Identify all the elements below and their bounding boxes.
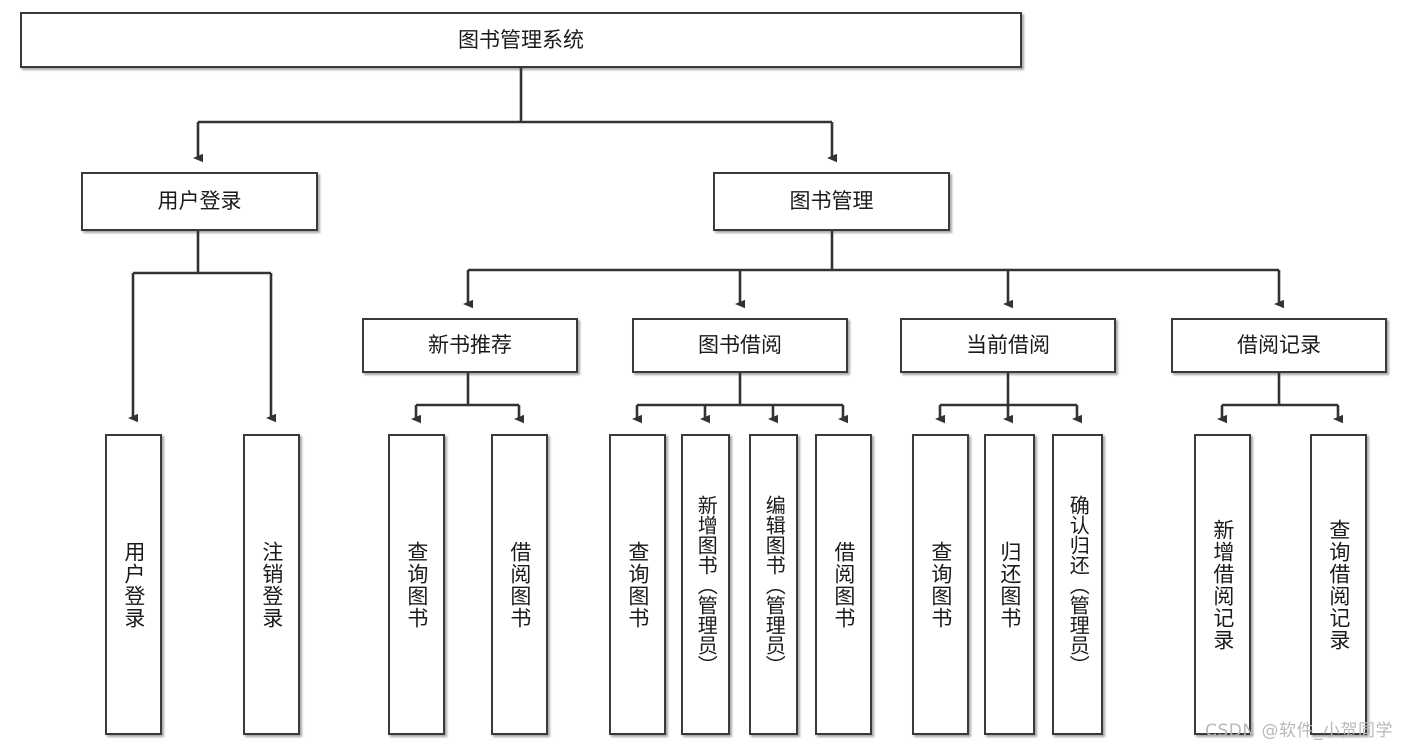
node-new-book-label: 新书推荐 xyxy=(428,333,512,358)
node-leaf-borrow-query-label: 查询图书 xyxy=(625,540,650,629)
node-leaf-borrow-add-label: 新增图书（管理员） xyxy=(694,494,719,675)
node-leaf-current-confirm[interactable]: 确认归还（管理员） xyxy=(1052,434,1103,735)
node-book-manage-label: 图书管理 xyxy=(789,189,874,214)
node-leaf-user-login-label: 用户登录 xyxy=(121,540,146,629)
node-book-borrow-label: 图书借阅 xyxy=(698,333,782,358)
node-current-borrow-label: 当前借阅 xyxy=(966,333,1050,358)
node-book-borrow[interactable]: 图书借阅 xyxy=(632,318,848,373)
node-book-manage[interactable]: 图书管理 xyxy=(713,172,950,231)
node-leaf-borrow-add[interactable]: 新增图书（管理员） xyxy=(681,434,730,735)
node-borrow-record-label: 借阅记录 xyxy=(1237,333,1321,358)
node-leaf-record-add-label: 新增借阅记录 xyxy=(1210,518,1235,651)
node-leaf-borrow-do[interactable]: 借阅图书 xyxy=(815,434,872,735)
node-leaf-newbook-borrow[interactable]: 借阅图书 xyxy=(491,434,548,735)
node-user-login[interactable]: 用户登录 xyxy=(81,172,318,231)
node-leaf-current-return[interactable]: 归还图书 xyxy=(984,434,1035,735)
node-leaf-current-query-label: 查询图书 xyxy=(928,540,953,629)
node-leaf-record-add[interactable]: 新增借阅记录 xyxy=(1194,434,1251,735)
node-leaf-record-query[interactable]: 查询借阅记录 xyxy=(1310,434,1367,735)
node-user-login-label: 用户登录 xyxy=(157,189,242,214)
node-leaf-newbook-query-label: 查询图书 xyxy=(404,540,429,629)
node-root-label: 图书管理系统 xyxy=(458,27,584,52)
node-leaf-user-login[interactable]: 用户登录 xyxy=(105,434,162,735)
node-leaf-current-return-label: 归还图书 xyxy=(997,540,1022,629)
node-current-borrow[interactable]: 当前借阅 xyxy=(900,318,1116,373)
node-leaf-newbook-borrow-label: 借阅图书 xyxy=(507,540,532,629)
node-leaf-current-confirm-label: 确认归还（管理员） xyxy=(1066,494,1091,675)
watermark-text: CSDN @软件_小贺同学 xyxy=(1205,721,1393,741)
node-leaf-record-query-label: 查询借阅记录 xyxy=(1326,518,1351,651)
node-root[interactable]: 图书管理系统 xyxy=(20,12,1022,68)
node-leaf-logout-label: 注销登录 xyxy=(259,540,284,629)
node-leaf-logout[interactable]: 注销登录 xyxy=(243,434,300,735)
node-leaf-current-query[interactable]: 查询图书 xyxy=(912,434,969,735)
node-leaf-borrow-do-label: 借阅图书 xyxy=(831,540,856,629)
node-borrow-record[interactable]: 借阅记录 xyxy=(1171,318,1387,373)
node-leaf-borrow-query[interactable]: 查询图书 xyxy=(609,434,666,735)
node-leaf-borrow-edit-label: 编辑图书（管理员） xyxy=(762,494,787,675)
node-new-book[interactable]: 新书推荐 xyxy=(362,318,578,373)
node-leaf-newbook-query[interactable]: 查询图书 xyxy=(388,434,445,735)
node-leaf-borrow-edit[interactable]: 编辑图书（管理员） xyxy=(749,434,798,735)
